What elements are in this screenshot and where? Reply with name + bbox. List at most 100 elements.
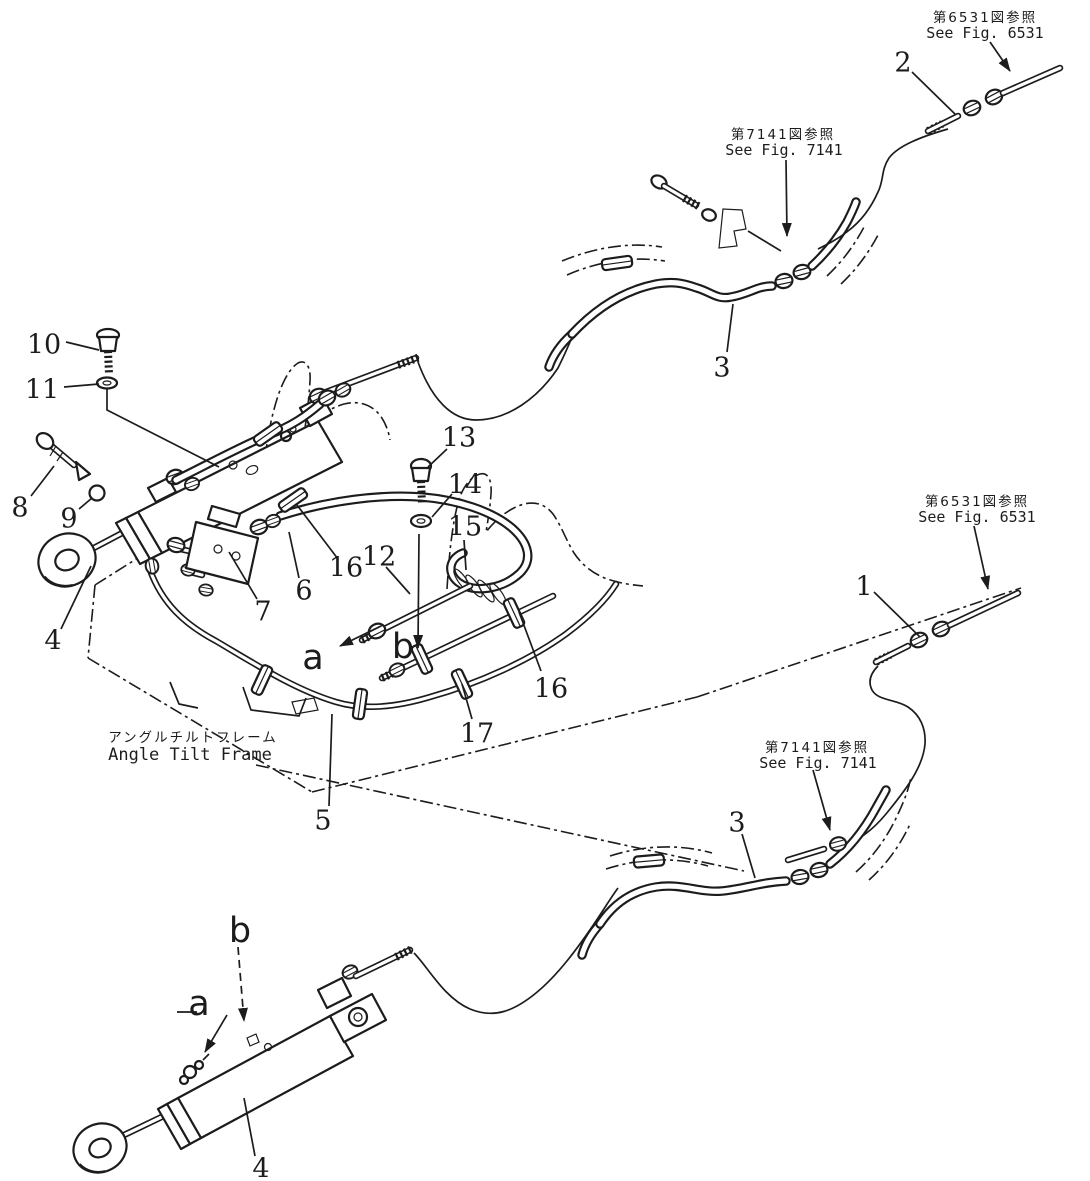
callout-6: 6 bbox=[295, 576, 312, 607]
tube-2-routing-line bbox=[817, 128, 949, 250]
tube-1-routing-line bbox=[841, 665, 926, 848]
tube-2-assembly bbox=[817, 64, 1064, 250]
reference-notes: 第6531図参照 See Fig. 6531 第7141図参照 See Fig.… bbox=[725, 9, 1044, 831]
leader-11 bbox=[63, 383, 100, 388]
port-tube-lower-thread bbox=[394, 945, 414, 961]
bolt-10-position-line bbox=[106, 389, 220, 468]
leader-3-top bbox=[726, 303, 734, 353]
leader-4-bottom bbox=[243, 1097, 256, 1157]
callout-3-top: 3 bbox=[713, 353, 730, 384]
callout-15: 15 bbox=[448, 512, 482, 543]
bolt-13-thread bbox=[417, 480, 426, 504]
phantom-elbow-bottom-1 bbox=[855, 776, 912, 873]
tube-2-sleeve-core bbox=[926, 114, 960, 133]
lower-hose-assembly bbox=[577, 776, 912, 960]
callout-4-top: 4 bbox=[44, 626, 61, 657]
elbow-hose-bottom-core bbox=[827, 787, 889, 867]
tube-1-pipe-core bbox=[948, 591, 1020, 627]
valve-face-port-1 bbox=[213, 544, 223, 554]
view-direction-arrows: a b a b bbox=[177, 533, 424, 1053]
o-ring-9 bbox=[88, 484, 106, 502]
leader-15 bbox=[463, 539, 467, 571]
frame-label: アングルチルトフレーム Angle Tilt Frame bbox=[108, 730, 276, 765]
straight-fitting-tube-core bbox=[786, 847, 826, 862]
clamp-bolt-thread bbox=[682, 194, 702, 211]
leader-3-bottom bbox=[741, 833, 756, 879]
leader-9 bbox=[78, 497, 93, 510]
callout-3-bottom: 3 bbox=[728, 808, 745, 839]
loop-hose bbox=[275, 491, 533, 594]
frame-tab-bracket bbox=[242, 686, 307, 717]
callout-11: 11 bbox=[25, 375, 59, 406]
ref-top-right-jp: 第6531図参照 bbox=[933, 9, 1037, 26]
washer-11 bbox=[95, 376, 119, 390]
phantom-elbow-top-2 bbox=[840, 234, 879, 285]
ref-upper-en: See Fig. 7141 bbox=[725, 141, 842, 159]
frame-tube-core bbox=[148, 568, 618, 709]
view-label-a-bottom: a bbox=[188, 984, 209, 1024]
leader-17 bbox=[461, 683, 473, 720]
leader-16-right bbox=[518, 611, 542, 672]
callout-9: 9 bbox=[60, 504, 77, 535]
washer-14 bbox=[409, 513, 433, 529]
frame-edge-left bbox=[87, 584, 96, 659]
phantom-elbow-top-1 bbox=[826, 226, 865, 277]
frame-bracket-break-left bbox=[262, 361, 391, 482]
frame-bracket-break-middle bbox=[446, 472, 644, 590]
view-label-a-top: a bbox=[302, 638, 323, 678]
barrel-plug-lower bbox=[263, 1042, 273, 1052]
phantom-stub-lower-1 bbox=[609, 846, 713, 857]
angle-tilt-frame-outline bbox=[87, 361, 1022, 872]
callout-leaders: 2 3 10 11 8 9 4 13 14 15 12 16 6 7 16 17… bbox=[11, 48, 957, 1181]
lower-branch-tube-core bbox=[380, 594, 555, 680]
tube-1-sleeve-core bbox=[874, 644, 910, 664]
clamp-bracket-leader bbox=[747, 230, 782, 252]
ref-right-jp: 第6531図参照 bbox=[925, 493, 1029, 510]
callout-17: 17 bbox=[460, 719, 494, 750]
view-arrow-a-top bbox=[339, 625, 382, 647]
phantom-elbow-bottom-2 bbox=[868, 821, 912, 881]
callout-4-bottom: 4 bbox=[252, 1154, 269, 1181]
bolt-13-head bbox=[410, 466, 432, 483]
ref-lower-arrow bbox=[812, 769, 832, 831]
ref-lower-jp: 第7141図参照 bbox=[765, 739, 869, 756]
cylinder-barrel-lower bbox=[176, 1014, 355, 1140]
leader-7 bbox=[228, 551, 258, 600]
frame-tab-plate bbox=[291, 697, 319, 715]
leader-8 bbox=[30, 465, 55, 497]
tube-2-pipe-core bbox=[1001, 66, 1062, 95]
leader-1 bbox=[873, 591, 921, 638]
callout-13: 13 bbox=[442, 423, 476, 454]
callout-10: 10 bbox=[27, 330, 61, 361]
elbow-hose-top-core bbox=[809, 199, 859, 269]
leader-12 bbox=[385, 566, 411, 595]
bolt-10-thread bbox=[104, 350, 113, 375]
frame-edge-bottom-right bbox=[696, 587, 1022, 698]
barrel-plug bbox=[228, 460, 238, 470]
ref-right-arrow bbox=[973, 525, 991, 590]
port-block-lower bbox=[316, 976, 353, 1010]
callout-12: 12 bbox=[362, 542, 396, 573]
ref-top-right-en: See Fig. 6531 bbox=[926, 24, 1043, 42]
callout-16-right: 16 bbox=[534, 674, 568, 705]
callout-14: 14 bbox=[448, 470, 482, 501]
callout-7: 7 bbox=[254, 597, 271, 628]
phantom-stub-upper-1 bbox=[561, 244, 663, 262]
leader-16-left bbox=[296, 504, 339, 560]
gland-collar-2 bbox=[114, 516, 152, 566]
plug-8-head bbox=[35, 432, 55, 450]
barrel-port-boss bbox=[245, 464, 259, 476]
gland-collar-lower-2 bbox=[156, 1102, 192, 1151]
ref-top-right-arrow bbox=[989, 41, 1011, 72]
frame-label-en: Angle Tilt Frame bbox=[108, 745, 272, 765]
plug-8-collar bbox=[49, 445, 64, 462]
washer-11-hole bbox=[102, 380, 112, 386]
callout-2: 2 bbox=[894, 48, 911, 79]
clevis-pin-hole-inner bbox=[353, 1012, 363, 1022]
leader-10 bbox=[65, 341, 100, 351]
tube-1-assembly bbox=[841, 589, 1022, 848]
head-tube-thread bbox=[396, 353, 422, 369]
ref-lower-en: See Fig. 7141 bbox=[759, 754, 876, 772]
hose-3-top-core bbox=[569, 280, 775, 337]
